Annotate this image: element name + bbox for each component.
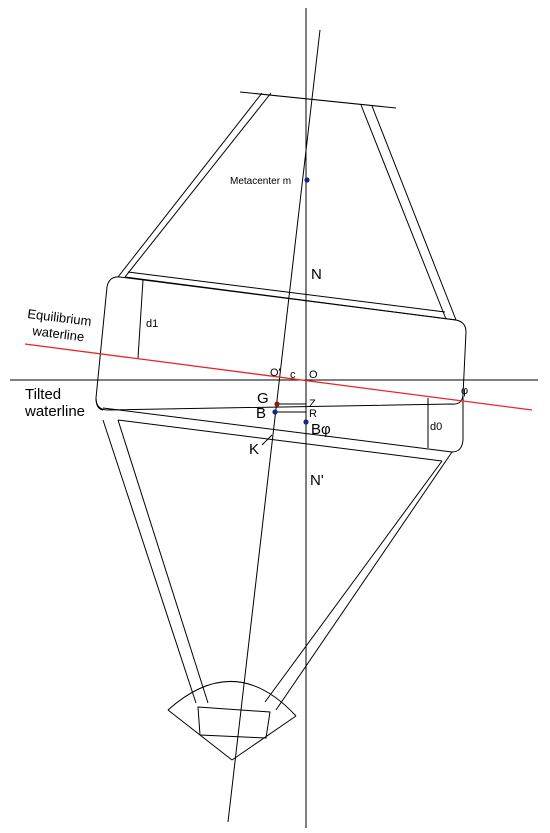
keel-fragment <box>167 680 297 761</box>
tilted-label-line1: Tilted <box>25 386 61 403</box>
b-point <box>272 409 278 415</box>
d0-label: d0 <box>430 421 442 433</box>
tilted-axis-line <box>227 29 321 823</box>
b-phi-point <box>303 419 309 425</box>
hull-bottom-curve <box>451 395 464 453</box>
z-label: Z <box>309 398 316 410</box>
hull-bottom-line <box>102 407 453 453</box>
upper-frame <box>117 92 457 321</box>
o-prime-label: O' <box>270 367 281 379</box>
n-prime-label: N' <box>310 472 324 489</box>
metacenter-point <box>304 177 310 183</box>
k-line <box>261 434 273 446</box>
b-phi-label: Bφ <box>311 421 331 438</box>
k-label: K <box>249 441 259 458</box>
c-label: c <box>290 369 296 381</box>
tilted-label-line2: waterline <box>24 403 85 420</box>
hull-bottom-left-curve <box>95 397 104 411</box>
n-label: N <box>311 266 322 283</box>
metacenter-label: Metacenter m <box>230 176 291 187</box>
hull-box <box>95 276 467 411</box>
d1-label: d1 <box>146 318 158 330</box>
g-label: G <box>257 390 269 407</box>
r-label: R <box>309 408 317 420</box>
d1-marker-line <box>137 279 144 359</box>
phi-label: φ <box>461 385 468 397</box>
b-label: B <box>256 405 266 422</box>
top-deck-line <box>239 91 397 109</box>
equilibrium-waterline <box>24 343 533 411</box>
g-point <box>274 401 280 407</box>
equilibrium-label-line2: waterline <box>31 323 85 344</box>
lower-frame <box>102 419 453 711</box>
o-label: O <box>309 369 318 381</box>
